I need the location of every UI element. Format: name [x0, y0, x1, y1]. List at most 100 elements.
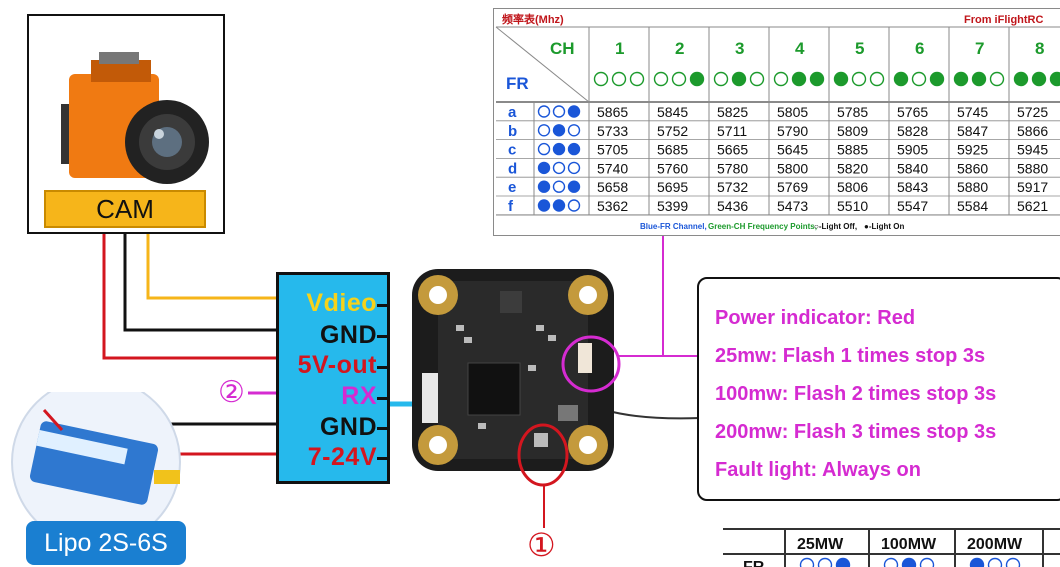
frequency-value: 5843: [897, 179, 928, 195]
frequency-value: 5547: [897, 198, 928, 214]
channel-led-dot: [989, 71, 1005, 87]
frequency-value: 5785: [837, 104, 868, 120]
camera-image: [61, 52, 209, 184]
video-wire: [146, 228, 278, 300]
freq-table-title: 频率表(Mhz): [502, 12, 564, 26]
channel-led-dot: [911, 71, 927, 87]
frequency-value: 5733: [597, 123, 628, 139]
channel-number: 8: [1035, 39, 1044, 58]
frequency-value: 5809: [837, 123, 868, 139]
frequency-value: 5760: [657, 160, 688, 176]
channel-led-dot: [1049, 71, 1060, 87]
pin-tick: [377, 304, 387, 307]
info-25mw: 25mw: Flash 1 times stop 3s: [715, 345, 986, 367]
frequency-value: 5780: [717, 160, 748, 176]
channel-led-dot: [791, 71, 807, 87]
vtx-board: [412, 269, 614, 471]
frequency-value: 5399: [657, 198, 688, 214]
band-led-dot: [537, 142, 551, 156]
info-fault-light: Fault light: Always on: [715, 459, 921, 481]
channel-led-dot: [869, 71, 885, 87]
pin-5v-out: 5V-out: [297, 351, 377, 379]
band-led-dot: [567, 180, 581, 193]
frequency-value: 5847: [957, 123, 988, 139]
frequency-value: 5436: [717, 198, 748, 214]
frequency-value: 5685: [657, 142, 688, 158]
pin-tick: [377, 335, 387, 338]
power-led-dot: [919, 557, 935, 567]
band-led-dot: [537, 199, 551, 212]
channel-led-dot: [893, 71, 909, 87]
frequency-value: 5769: [777, 179, 808, 195]
channel-number: 2: [675, 39, 684, 58]
channel-led-dot: [731, 71, 747, 87]
frequency-value: 5845: [657, 104, 688, 120]
power-led-dot: [799, 557, 815, 567]
led-highlight: [561, 335, 621, 393]
channel-led-dot: [689, 71, 705, 87]
power-led-dot: [901, 557, 917, 567]
channel-number: 1: [615, 39, 624, 58]
channel-led-dot: [611, 71, 627, 87]
frequency-value: 5658: [597, 179, 628, 195]
channel-number: 3: [735, 39, 744, 58]
inductor: [500, 291, 522, 313]
power-led-dot: [817, 557, 833, 567]
legend-off: ○-Light Off,: [814, 222, 857, 231]
channel-led-dot: [1013, 71, 1029, 87]
power-led-dot: [835, 557, 851, 567]
band-label: d: [508, 160, 517, 177]
band-led-dot: [537, 124, 551, 137]
channel-led-dot: [851, 71, 867, 87]
frequency-value: 5362: [597, 198, 628, 214]
frequency-value: 5860: [957, 160, 988, 176]
frequency-value: 5645: [777, 142, 808, 158]
frequency-value: 5752: [657, 123, 688, 139]
frequency-value: 5880: [1017, 160, 1048, 176]
band-led-dot: [552, 199, 566, 212]
band-led-dot: [552, 142, 566, 156]
channel-led-dot: [671, 71, 687, 87]
frequency-value: 5695: [657, 179, 688, 195]
led-info-box: Power indicator: Red 25mw: Flash 1 times…: [697, 277, 1060, 501]
channel-led-dot: [629, 71, 645, 87]
info-power-indicator: Power indicator: Red: [715, 307, 916, 329]
channel-number: 6: [915, 39, 924, 58]
pin-rx: RX: [341, 382, 377, 410]
band-led-dot: [567, 142, 581, 156]
channel-led-dot: [809, 71, 825, 87]
battery-image: [11, 392, 181, 532]
legend-green: Green-CH Frequency Points,: [708, 222, 817, 231]
power-table: 25MW100MW200MWFR: [723, 528, 1060, 567]
frequency-value: 5510: [837, 198, 868, 214]
cam-gnd-wire: [123, 228, 278, 332]
channel-number: 7: [975, 39, 984, 58]
channel-led-dot: [929, 71, 945, 87]
frequency-value: 5740: [597, 160, 628, 176]
channel-led-dot: [749, 71, 765, 87]
legend-blue: Blue-FR Channel,: [640, 222, 707, 231]
push-button: [534, 433, 548, 447]
band-label: b: [508, 123, 517, 140]
channel-led-dot: [1031, 71, 1047, 87]
channel-led-dot: [971, 71, 987, 87]
battery-label: Lipo 2S-6S: [26, 521, 186, 565]
frequency-value: 5825: [717, 104, 748, 120]
frequency-value: 5765: [897, 104, 928, 120]
band-led-dot: [552, 105, 566, 118]
band-led-dot: [537, 180, 551, 193]
frequency-value: 5828: [897, 123, 928, 139]
pin-gnd-1: GND: [319, 321, 377, 349]
frequency-value: 5473: [777, 198, 808, 214]
pin-tick: [377, 366, 387, 369]
marker-2: ②: [218, 376, 245, 409]
frequency-value: 5745: [957, 104, 988, 120]
frequency-value: 5866: [1017, 123, 1048, 139]
power-led-dot: [883, 557, 899, 567]
pin-vin: 7-24V: [307, 443, 377, 471]
frequency-value: 5711: [717, 123, 747, 139]
frequency-value: 5705: [597, 142, 628, 158]
power-header: 100MW: [881, 536, 937, 553]
